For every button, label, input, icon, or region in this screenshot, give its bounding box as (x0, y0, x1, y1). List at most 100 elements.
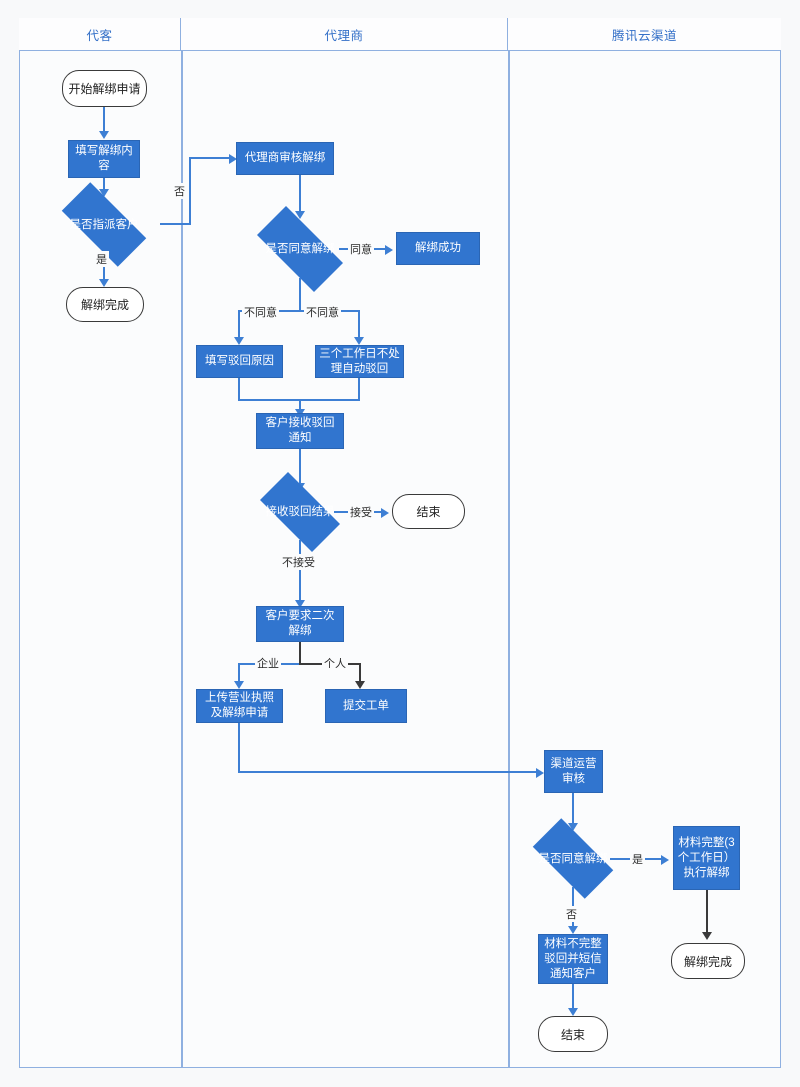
node-unbind-done-right-label: 解绑完成 (683, 954, 732, 969)
node-end-mid-label: 结束 (416, 505, 441, 519)
node-unbind-done-left[interactable]: 解绑完成 (66, 287, 144, 322)
node-end-right[interactable]: 结束 (538, 1016, 608, 1052)
edge-to-channel-h (238, 771, 540, 773)
edge-disagree-h (238, 310, 360, 312)
node-fill-reject-reason[interactable]: 填写驳回原因 (196, 345, 283, 378)
edge-label-disagree-left: 不同意 (242, 304, 279, 320)
edge-disagree-right-v (358, 310, 360, 340)
node-customer-receive-reject[interactable]: 客户接收驳回通知 (256, 413, 344, 449)
lane-label-tencent: 腾讯云渠道 (611, 28, 677, 43)
arrow-channel-to-decision (568, 823, 578, 831)
lane-header-tencent: 腾讯云渠道 (508, 18, 781, 51)
arrow-incomplete-to-end (568, 1008, 578, 1016)
arrow-complete-to-done (702, 932, 712, 940)
edge-individual-v (359, 663, 361, 685)
lane-divider-1 (181, 51, 183, 1068)
edge-channel-to-decision (572, 793, 574, 827)
node-agent-review-label: 代理商审核解绑 (244, 152, 326, 164)
node-agent-review[interactable]: 代理商审核解绑 (236, 142, 334, 175)
edge-to-channel-v (238, 723, 240, 773)
node-reject-result-label: 接收驳回结果 (265, 506, 335, 518)
edge-split-trunk (299, 642, 301, 664)
arrow-disagree-right (354, 337, 364, 345)
node-materials-incomplete[interactable]: 材料不完整驳回并短信通知客户 (538, 934, 608, 984)
edge-merge-down (299, 399, 301, 413)
node-start-apply-label: 开始解绑申请 (68, 82, 141, 96)
edge-merge-left-v (238, 378, 240, 400)
lane-label-customer: 代客 (86, 28, 113, 43)
node-second-unbind-request[interactable]: 客户要求二次解绑 (256, 606, 344, 642)
edge-assign-no-v (189, 157, 191, 225)
arrow-start-to-fill (99, 131, 109, 139)
node-start-apply[interactable]: 开始解绑申请 (62, 70, 147, 107)
arrow-individual (355, 681, 365, 689)
arrow-review-to-agree (295, 211, 305, 219)
edge-label-enterprise: 企业 (255, 655, 281, 671)
node-channel-ops-review[interactable]: 渠道运营审核 (544, 750, 603, 793)
lane-header-agent: 代理商 (181, 18, 508, 51)
edge-complete-to-done (706, 890, 708, 936)
edge-assign-no-h1 (160, 223, 191, 225)
node-end-mid[interactable]: 结束 (392, 494, 465, 529)
node-agree-unbind-label: 是否同意解绑 (265, 243, 335, 255)
edge-disagree-trunk (299, 278, 301, 311)
node-materials-complete-label: 材料完整(3个工作日）执行解绑 (677, 836, 736, 879)
edge-reject-to-result (299, 449, 301, 487)
node-materials-incomplete-label: 材料不完整驳回并短信通知客户 (544, 937, 602, 980)
node-unbind-done-left-label: 解绑完成 (80, 298, 129, 312)
edge-label-accept: 接受 (348, 504, 374, 520)
node-agree-unbind-right-label: 是否同意解绑 (538, 852, 608, 865)
node-fill-reject-reason-label: 填写驳回原因 (205, 355, 274, 367)
node-fill-unbind-label: 填写解绑内容 (75, 145, 133, 172)
node-auto-reject-3days-label: 三个工作日不处理自动驳回 (319, 347, 400, 375)
node-submit-ticket-label: 提交工单 (343, 699, 389, 712)
node-fill-unbind[interactable]: 填写解绑内容 (68, 140, 140, 178)
arrow-right-no (568, 926, 578, 934)
node-agree-unbind[interactable]: 是否同意解绑 (243, 206, 357, 292)
edge-assign-yes (103, 253, 105, 282)
node-customer-receive-reject-label: 客户接收驳回通知 (265, 417, 335, 444)
node-unbind-success-label: 解绑成功 (415, 242, 461, 254)
lane-divider-2 (508, 51, 510, 1068)
edge-label-not-accept: 不接受 (280, 554, 317, 570)
node-auto-reject-3days[interactable]: 三个工作日不处理自动驳回 (315, 345, 404, 378)
edge-label-disagree-right: 不同意 (304, 304, 341, 320)
edge-label-no-assign: 否 (172, 183, 187, 199)
edge-assign-no-h2 (189, 157, 233, 159)
arrow-right-yes (661, 855, 669, 865)
edge-label-no-right: 否 (564, 906, 579, 922)
edge-enterprise-v (238, 663, 240, 685)
edge-incomplete-to-end (572, 984, 574, 1012)
node-assign-customer-label: 是否指派客户 (69, 218, 139, 231)
node-channel-ops-review-label: 渠道运营审核 (550, 757, 597, 785)
node-reject-result[interactable]: 接收驳回结果 (248, 472, 352, 552)
edge-label-yes-right: 是 (630, 851, 645, 867)
node-submit-ticket[interactable]: 提交工单 (325, 689, 407, 723)
edge-merge-right-v (358, 378, 360, 400)
node-upload-license[interactable]: 上传营业执照及解绑申请 (196, 689, 283, 723)
edge-fill-to-assign (103, 178, 105, 192)
edge-not-accept (299, 540, 301, 604)
edge-label-yes-assign: 是 (94, 251, 109, 267)
node-assign-customer[interactable]: 是否指派客户 (48, 182, 160, 267)
arrow-not-accept (295, 600, 305, 608)
arrow-assign-yes (99, 279, 109, 287)
arrow-accept (381, 508, 389, 518)
edge-start-to-fill (103, 107, 105, 133)
node-second-unbind-request-label: 客户要求二次解绑 (265, 610, 335, 637)
swimlane-frame (19, 18, 781, 1068)
node-unbind-success[interactable]: 解绑成功 (396, 232, 480, 265)
arrow-disagree-left (234, 337, 244, 345)
arrow-to-channel (536, 768, 544, 778)
edge-review-to-agree (299, 175, 301, 215)
arrow-agree-yes (385, 245, 393, 255)
node-materials-complete[interactable]: 材料完整(3个工作日）执行解绑 (673, 826, 740, 890)
node-upload-license-label: 上传营业执照及解绑申请 (205, 692, 274, 719)
arrow-fill-to-assign (99, 189, 109, 197)
edge-label-agree: 同意 (348, 241, 374, 257)
edge-disagree-left-v (238, 310, 240, 340)
node-unbind-done-right[interactable]: 解绑完成 (671, 943, 745, 979)
node-agree-unbind-right[interactable]: 是否同意解绑 (521, 818, 625, 899)
arrow-assign-no (229, 154, 237, 164)
